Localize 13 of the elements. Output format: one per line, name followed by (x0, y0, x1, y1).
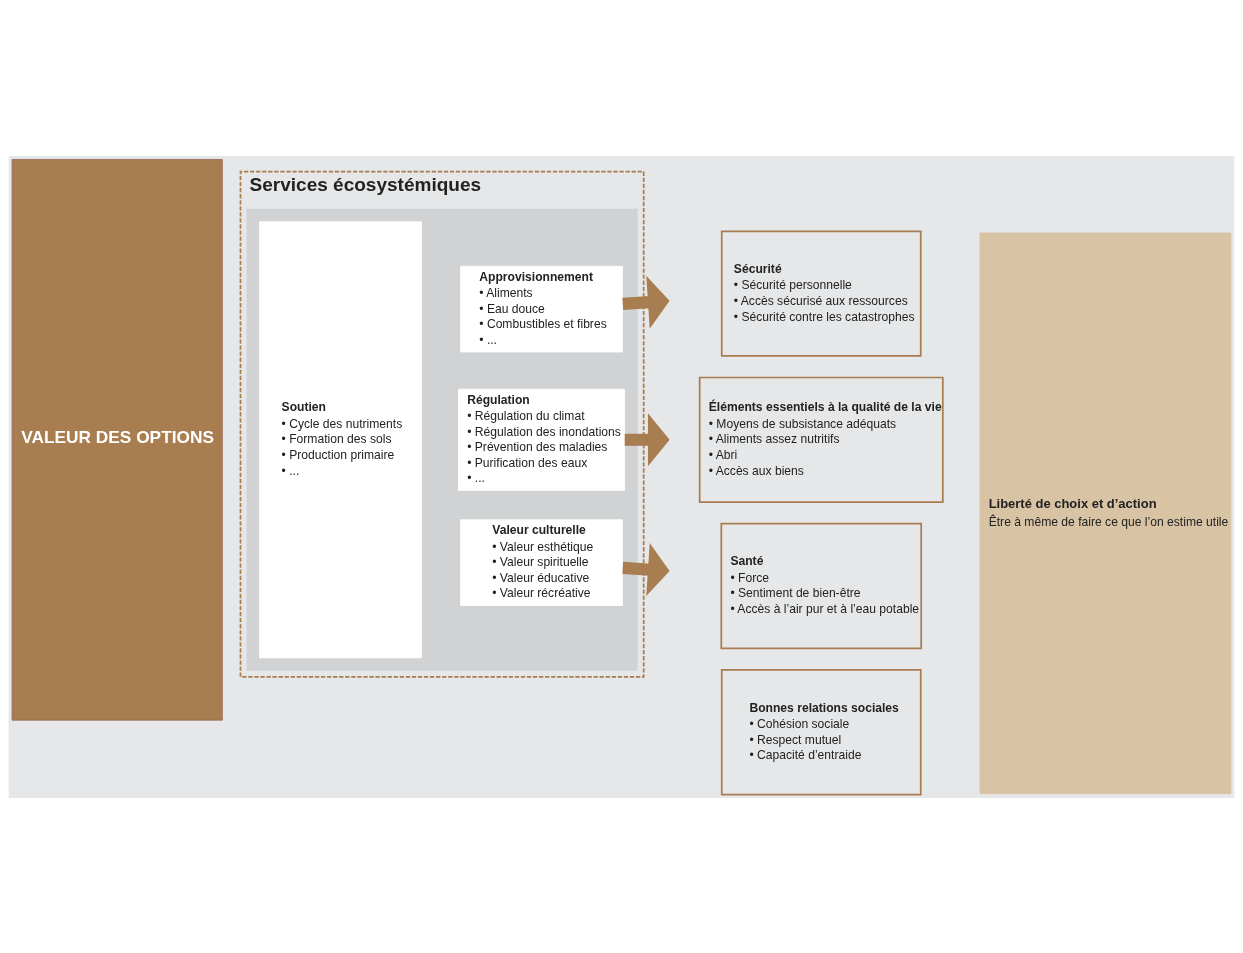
node-box: VALEUR DES OPTIONS (11, 158, 223, 721)
node-box: Sécurité • Sécurité personnelle • Accès sécurisé aux ressources • Sécurité contre les catastrophes (720, 229, 922, 357)
node-box: Éléments essentiels à la qualité de la vie • Moyens de subsistance adéquats • Aliments assez nutritifs • Abri • Accès aux biens (698, 376, 944, 503)
node-box: Valeur culturelle • Valeur esthétique • Valeur spirituelle • Valeur éducative • Valeur récréative (460, 518, 623, 606)
node-box: Régulation • Régulation du climat • Régulation des inondations • Prévention des maladies • Purification des eaux • ... (458, 388, 626, 491)
arrow (622, 275, 670, 329)
node-box: Santé • Force • Sentiment de bien-être • Accès à l’air pur et à l’eau potable (720, 522, 923, 649)
arrow (622, 542, 670, 596)
node-box: Approvisionnement • Aliments • Eau douce • Combustibles et fibres • ... (460, 265, 623, 352)
node-box: Liberté de choix et d’action Être à même de faire ce que l’on estime utile (979, 232, 1232, 794)
arrow (624, 412, 670, 466)
node-box: Bonnes relations sociales • Cohésion sociale • Respect mutuel • Capacité d’entraide (720, 668, 922, 795)
node-box: Soutien • Cycle des nutriments • Formation des sols • Production primaire • ... (259, 220, 422, 658)
